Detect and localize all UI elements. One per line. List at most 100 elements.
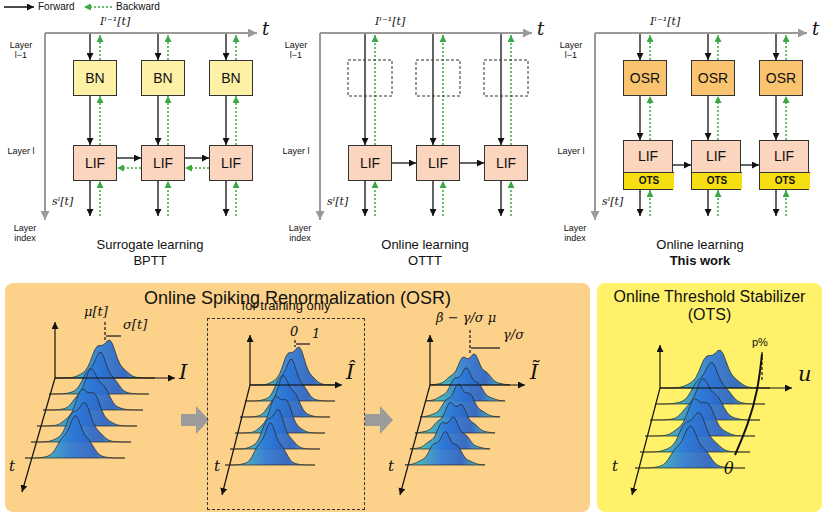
layout-line (44, 33, 46, 220)
layout-line (594, 33, 596, 220)
flow-arrow (365, 406, 393, 434)
neuron-box: LIFOTS (691, 140, 741, 190)
layout-line (225, 34, 226, 60)
label: u (798, 362, 812, 386)
label: sˡ[t] (602, 196, 623, 209)
forward-arrow (392, 162, 416, 163)
label: 1 (312, 327, 320, 342)
layout-line (785, 35, 787, 60)
layout-line (775, 190, 776, 216)
node-text: LIF (360, 155, 380, 171)
backward-arrow (649, 96, 651, 140)
forward-arrow (775, 96, 776, 140)
label: t (388, 458, 394, 475)
neuron-box: LIF (484, 145, 528, 181)
dashed-region (207, 318, 365, 510)
distribution-ridge (405, 431, 485, 465)
label: Layer l (556, 146, 586, 156)
node-text: LIF (85, 155, 105, 171)
training-region: for training only (207, 298, 365, 510)
distribution-ridge (31, 403, 131, 442)
label: Layer l (281, 146, 311, 156)
label: Ĩ (530, 360, 538, 384)
node-text: BN (85, 70, 104, 86)
distribution-ridge (655, 363, 765, 404)
layout-line (296, 343, 310, 344)
node-text: LIF (692, 141, 740, 172)
layout-line (319, 33, 321, 220)
label: OTTT (408, 254, 442, 269)
neuron-box: LIFOTS (623, 140, 673, 190)
node-text: LIF (221, 155, 241, 171)
node-text: LIF (428, 155, 448, 171)
forward-arrow (707, 96, 708, 140)
label: sˡ[t] (52, 196, 73, 209)
layout-line (510, 181, 512, 216)
distribution-ridge (650, 378, 760, 420)
forward-arrow (225, 96, 226, 145)
layout-line (432, 34, 433, 145)
node-text: OTS (692, 173, 742, 189)
label: Layer index (10, 223, 40, 244)
label: Iˡ⁻¹[t] (100, 16, 130, 29)
distribution-ridge (43, 368, 143, 410)
method-panel: Online Threshold Stabilizer (OTS) (597, 283, 822, 512)
layout-line (99, 181, 101, 216)
layout-line (639, 190, 640, 216)
layout-line (249, 335, 250, 385)
label: t (537, 19, 544, 40)
label: Surrogate learning (97, 238, 204, 253)
layout-line (222, 385, 250, 495)
node-text: for training only (207, 298, 365, 313)
layout-line (55, 377, 175, 378)
empty-box (348, 60, 392, 96)
layout-line (45, 32, 257, 34)
node-text: OSR (698, 70, 728, 86)
threshold-band: OTS (624, 172, 674, 189)
label: t (812, 19, 819, 40)
layout-line (659, 345, 660, 388)
distribution-ridge (660, 350, 770, 388)
layout-line (632, 388, 660, 495)
layout-line (432, 181, 433, 216)
distribution-ridge (640, 413, 750, 452)
layout-line (235, 181, 237, 216)
distribution-ridge (225, 423, 315, 465)
label: Î (346, 360, 354, 384)
neuron-box: LIF (73, 145, 117, 181)
label: μ[t] (84, 305, 108, 320)
layout-line (364, 181, 365, 216)
label: γ/σ (503, 328, 524, 343)
layout-line (167, 181, 169, 216)
layout-line (320, 32, 532, 34)
label: Layer l (6, 146, 36, 156)
layout-line (717, 35, 719, 60)
layout-line (99, 35, 101, 60)
neuron-box: LIF (141, 145, 185, 181)
forward-arrow (639, 96, 640, 140)
layout-line (471, 347, 500, 348)
layout-line (54, 322, 55, 378)
label: t (262, 19, 269, 40)
neuron-box: LIF (416, 145, 460, 181)
label: Layer index (560, 223, 590, 244)
distribution-ridge (250, 347, 340, 385)
label: t (612, 458, 618, 475)
norm-box: BN (209, 60, 253, 96)
backward-arrow (235, 96, 237, 145)
label: t (9, 458, 15, 475)
layout-line (469, 330, 470, 355)
backward-arrow (117, 167, 141, 169)
distribution-ridge (230, 410, 320, 449)
label: Layer index (285, 223, 315, 244)
node-text: OSR (766, 70, 796, 86)
layout-line (104, 322, 105, 340)
forward-arrow (741, 164, 759, 165)
node-text: LIF (153, 155, 173, 171)
neuron-box: LIF (348, 145, 392, 181)
node-text: OTS (624, 173, 674, 189)
node-text: Online Threshold Stabilizer (OTS) (597, 283, 822, 324)
node-text: LIF (624, 141, 672, 172)
renorm-box: OSR (759, 60, 803, 96)
node-text: OSR (630, 70, 660, 86)
